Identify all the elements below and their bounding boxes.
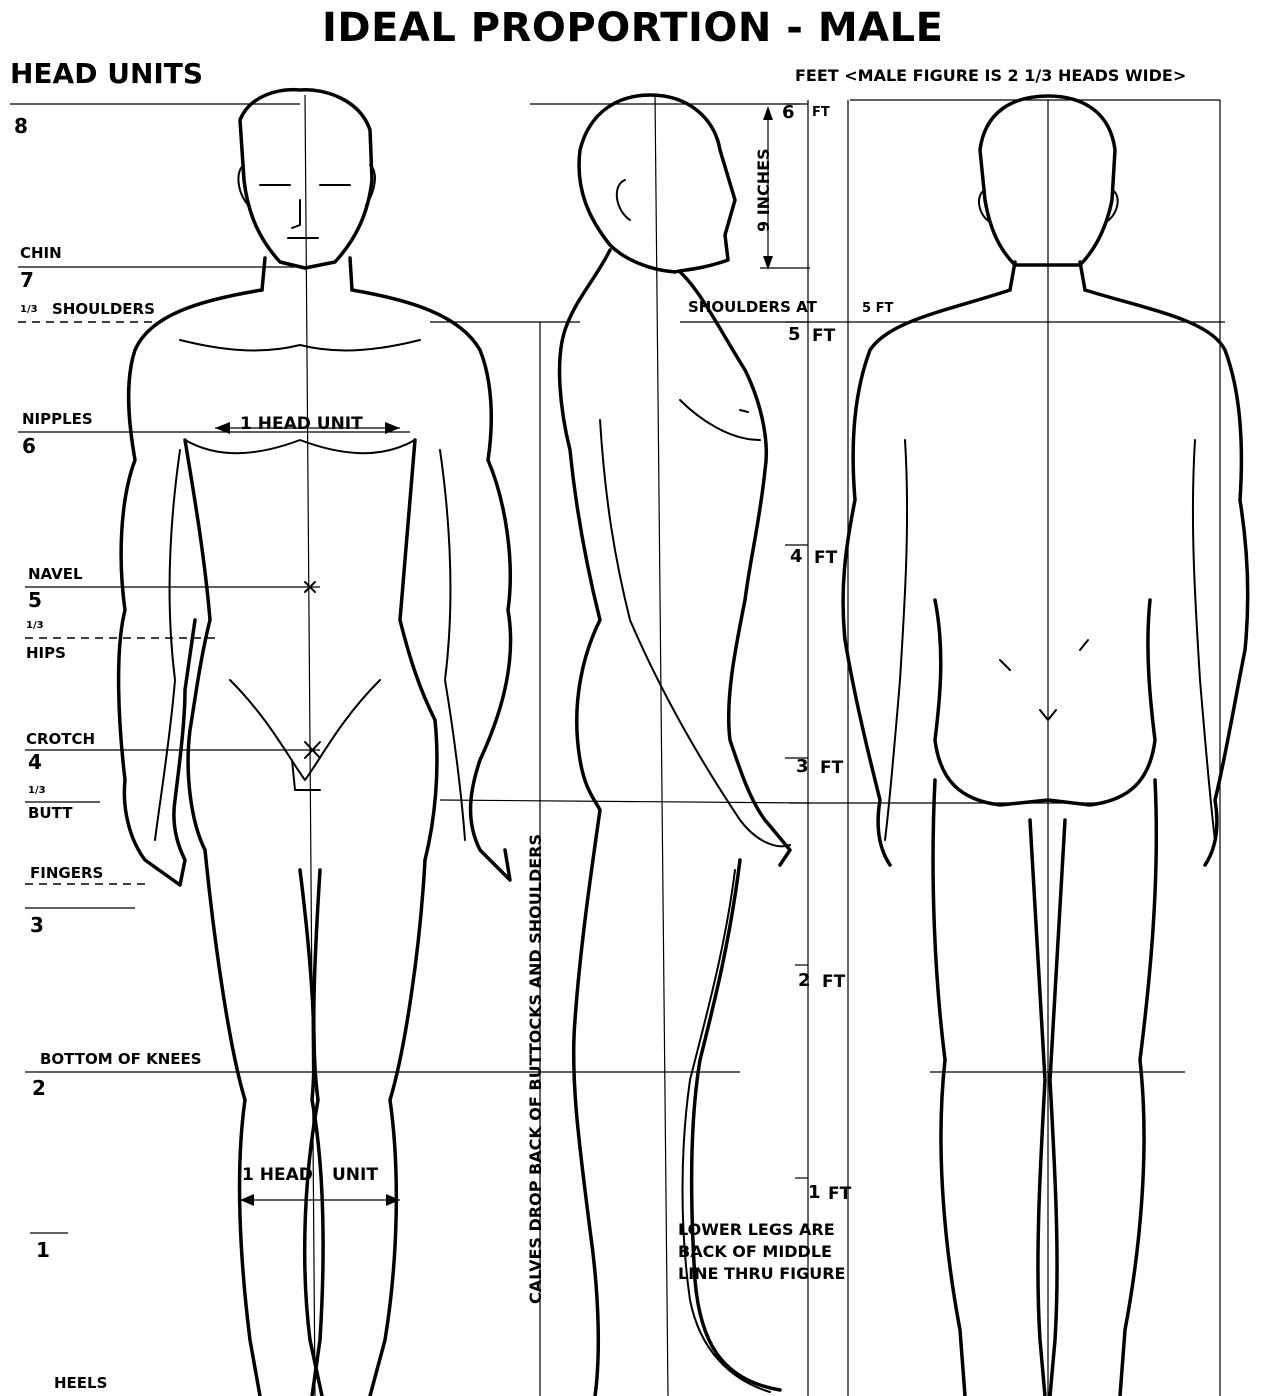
lower-legs-note-line-1: LOWER LEGS ARE [678, 1220, 835, 1241]
ft-2-number: 2 [798, 972, 811, 990]
front-waist-left [185, 440, 210, 850]
side-arm [600, 420, 790, 846]
ft-3-number: 3 [796, 758, 809, 776]
front-neck-left [262, 258, 265, 290]
ft-4-unit: FT [814, 550, 837, 567]
ft-1-number: 1 [808, 1184, 821, 1202]
vertical-scales [305, 95, 1220, 1396]
leg-arrow-left [240, 1194, 254, 1206]
head-unit-1: 1 [36, 1240, 50, 1260]
label-crotch: CROTCH [26, 732, 95, 747]
side-profile-axis [655, 95, 668, 1396]
ft-2-unit: FT [822, 974, 845, 991]
label-five-ft-small: 5 FT [862, 302, 893, 315]
side-front [680, 272, 790, 865]
front-face [260, 185, 350, 238]
ft-5-unit: FT [812, 328, 835, 345]
head-unit-7: 7 [20, 270, 34, 290]
side-leg-front [692, 860, 780, 1390]
label-leg-head: 1 HEAD [242, 1167, 313, 1184]
back-detail [1000, 640, 1088, 720]
back-torso-left [843, 290, 1010, 865]
label-bottom-of-knees: BOTTOM OF KNEES [40, 1052, 202, 1067]
lower-legs-note-line-3: LINE THRU FIGURE [678, 1264, 845, 1285]
side-chest [680, 400, 760, 440]
ft-4-number: 4 [790, 548, 803, 566]
front-arm-right [440, 450, 465, 840]
third-mark-shoulders: 1/3 [20, 305, 38, 315]
head-unit-6: 6 [22, 436, 36, 456]
label-nipples: NIPPLES [22, 412, 93, 427]
label-heels: HEELS [54, 1376, 107, 1391]
back-figure [843, 96, 1248, 1396]
front-leg-left-outer [205, 850, 260, 1396]
head-units-header: HEAD UNITS [10, 60, 203, 88]
head-unit-2: 2 [32, 1078, 46, 1098]
label-nine-inches: 9 INCHES [756, 148, 772, 232]
front-torso-right [352, 290, 511, 880]
head-unit-3: 3 [30, 915, 44, 935]
front-neck-right [350, 258, 352, 290]
label-fingers: FINGERS [30, 866, 103, 881]
label-leg-unit: UNIT [332, 1167, 378, 1184]
ft-5-number: 5 [788, 326, 801, 344]
page-title: IDEAL PROPORTION - MALE [322, 8, 943, 48]
back-leg-right [1050, 780, 1156, 1396]
feet-header: FEET <MALE FIGURE IS 2 1/3 HEADS WIDE> [795, 68, 1186, 84]
front-leg-right-outer [370, 860, 425, 1396]
third-mark-butt: 1/3 [28, 786, 46, 796]
side-back [560, 250, 610, 1396]
calves-note: CALVES DROP BACK OF BUTTOCKS AND SHOULDE… [528, 834, 544, 1304]
nine-inch-arrow-top [763, 106, 773, 120]
head-unit-5: 5 [28, 590, 42, 610]
front-pelvis [230, 680, 380, 790]
label-shoulders-at: SHOULDERS AT [688, 300, 817, 315]
head-unit-8: 8 [14, 116, 28, 136]
label-butt: BUTT [28, 806, 72, 821]
label-chest-head-unit: 1 HEAD UNIT [240, 416, 363, 433]
lower-legs-note-line-2: BACK OF MIDDLE [678, 1242, 832, 1263]
third-mark-hips: 1/3 [26, 621, 44, 631]
back-hips [935, 600, 1155, 805]
back-leg-left [933, 780, 1045, 1396]
label-shoulders: SHOULDERS [52, 302, 155, 317]
back-torso-right [1085, 290, 1248, 865]
label-chin: CHIN [20, 246, 62, 261]
label-navel: NAVEL [28, 567, 83, 582]
ft-6-number: 6 [782, 104, 795, 122]
side-ear [617, 180, 630, 220]
ft-3-unit: FT [820, 760, 843, 777]
ft-6-unit: FT [812, 106, 830, 119]
front-waist-right [400, 440, 437, 860]
label-hips: HIPS [26, 646, 66, 661]
side-figure [560, 95, 790, 1396]
front-chest [180, 340, 420, 453]
head-unit-4: 4 [28, 752, 42, 772]
ft-1-unit: FT [828, 1186, 851, 1203]
